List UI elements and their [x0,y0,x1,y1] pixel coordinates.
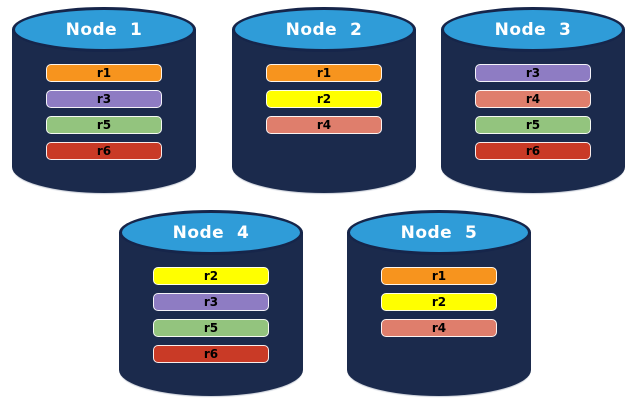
replica-r6: r6 [475,142,591,160]
replica-r1: r1 [46,64,162,82]
node-5-cylinder: Node 5 r1 r2 r4 [347,210,531,396]
node-3-cylinder: Node 3 r3 r4 r5 r6 [441,7,625,193]
node-3-cylinder-body [441,29,625,193]
node-1-cylinder-body [12,29,196,193]
replica-r5: r5 [153,319,269,337]
node-1-cylinder: Node 1 r1 r3 r5 r6 [12,7,196,193]
node-5-replica-list: r1 r2 r4 [381,267,497,337]
replica-r6: r6 [46,142,162,160]
replica-r4: r4 [475,90,591,108]
replica-r4: r4 [381,319,497,337]
replica-r3: r3 [153,293,269,311]
replica-r5: r5 [475,116,591,134]
node-2-cap: Node 2 [232,7,416,52]
replica-r6: r6 [153,345,269,363]
replica-r3: r3 [46,90,162,108]
replica-r1: r1 [266,64,382,82]
node-4-cylinder: Node 4 r2 r3 r5 r6 [119,210,303,396]
replica-r2: r2 [381,293,497,311]
node-4-cylinder-body [119,232,303,396]
replica-r1: r1 [381,267,497,285]
node-5-cylinder-body [347,232,531,396]
replica-r2: r2 [266,90,382,108]
node-3-replica-list: r3 r4 r5 r6 [475,64,591,160]
node-5-cap: Node 5 [347,210,531,255]
replica-r3: r3 [475,64,591,82]
replica-r4: r4 [266,116,382,134]
replica-r2: r2 [153,267,269,285]
node-3-title: Node 3 [494,19,572,40]
node-5-title: Node 5 [400,222,478,243]
node-2-cylinder-body [232,29,416,193]
node-3-cap: Node 3 [441,7,625,52]
node-4-title: Node 4 [172,222,250,243]
node-2-replica-list: r1 r2 r4 [266,64,382,134]
node-2-title: Node 2 [285,19,363,40]
node-1-title: Node 1 [65,19,143,40]
node-4-replica-list: r2 r3 r5 r6 [153,267,269,363]
node-4-cap: Node 4 [119,210,303,255]
node-1-replica-list: r1 r3 r5 r6 [46,64,162,160]
node-1-cap: Node 1 [12,7,196,52]
node-2-cylinder: Node 2 r1 r2 r4 [232,7,416,193]
replica-r5: r5 [46,116,162,134]
